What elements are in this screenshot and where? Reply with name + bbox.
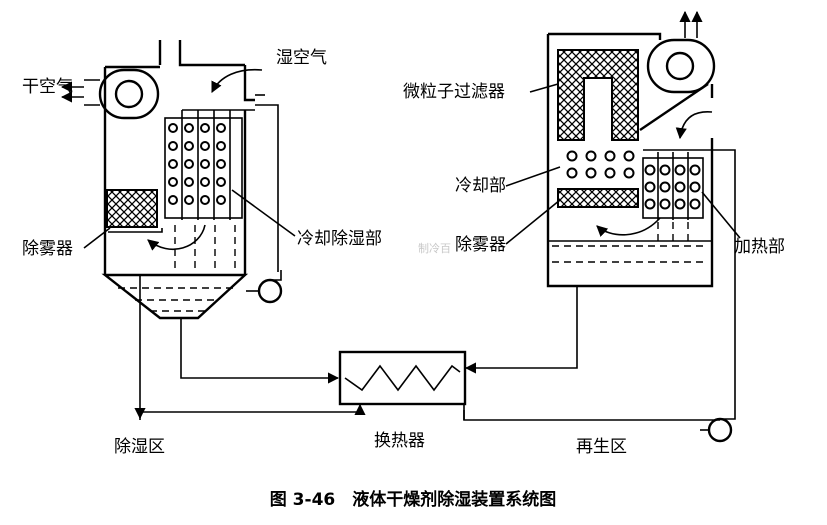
coil-tube xyxy=(604,150,616,162)
coil-tube xyxy=(566,150,578,162)
label-humid-air: 湿空气 xyxy=(276,48,327,68)
label-demister-right: 除雾器 xyxy=(455,235,506,255)
label-cooling-section: 冷却部 xyxy=(455,176,506,196)
coil-tube xyxy=(168,141,178,151)
coil-tube xyxy=(200,159,210,169)
coil-tube xyxy=(200,195,210,205)
coil-tube xyxy=(184,123,194,133)
label-regen-zone: 再生区 xyxy=(576,437,627,457)
coil-tube xyxy=(184,159,194,169)
airflow-arrow-left xyxy=(147,224,206,251)
spray-supply-pipe xyxy=(255,104,279,272)
leader-cooling-section xyxy=(505,166,561,187)
coil-tube xyxy=(623,150,635,162)
leader-particle-filter xyxy=(529,83,559,93)
coil-tube xyxy=(689,198,701,210)
label-heating-section: 加热部 xyxy=(734,237,785,257)
leader-demister-left xyxy=(83,227,111,249)
coil-tube xyxy=(659,181,671,193)
label-dehumid-zone: 除湿区 xyxy=(114,437,165,457)
coil-tube xyxy=(689,164,701,176)
dry-air-fan xyxy=(84,68,160,120)
coil-tube xyxy=(674,198,686,210)
cooling-coil-bank xyxy=(164,110,243,220)
label-dry-air: 干空气 xyxy=(22,77,73,97)
coil-tube xyxy=(184,195,194,205)
coil-tube xyxy=(200,177,210,187)
coil-tube xyxy=(184,177,194,187)
coil-tube xyxy=(659,164,671,176)
coil-tube xyxy=(216,159,226,169)
demister-left xyxy=(106,189,158,228)
coil-tube xyxy=(168,177,178,187)
coil-tube xyxy=(644,198,656,210)
coil-tube xyxy=(585,150,597,162)
housing-right-wall xyxy=(243,65,255,275)
coil-tube xyxy=(184,141,194,151)
coil-tube xyxy=(168,123,178,133)
coil-tube xyxy=(216,177,226,187)
airflow-arrow-right xyxy=(596,217,661,237)
pipe-dehumid-to-hx xyxy=(139,403,366,420)
label-demister-left: 除雾器 xyxy=(22,239,73,259)
pipe-sump-to-hx xyxy=(180,318,340,384)
top-duct xyxy=(158,40,245,67)
regen-housing xyxy=(546,34,714,288)
demister-right xyxy=(557,188,639,208)
pipe-hx-to-regen xyxy=(463,405,720,421)
coil-tube xyxy=(644,181,656,193)
particle-filter xyxy=(557,49,639,141)
coil-tube xyxy=(216,123,226,133)
label-heat-exchanger: 换热器 xyxy=(374,431,425,451)
label-cooling-dehumid: 冷却除湿部 xyxy=(297,229,382,249)
leader-heating-section xyxy=(701,191,741,239)
regen-fan xyxy=(646,38,716,94)
regen-air-arrow xyxy=(675,111,713,140)
leader-demister-right xyxy=(505,199,561,245)
pipe-regen-to-hx xyxy=(464,286,578,374)
coil-tube xyxy=(200,141,210,151)
coil-tube xyxy=(659,198,671,210)
coil-tube xyxy=(674,181,686,193)
humid-air-arrow xyxy=(211,68,263,94)
label-particle-filter: 微粒子过滤器 xyxy=(403,82,505,102)
coil-tube xyxy=(585,167,597,179)
heater-supply-pipe xyxy=(703,149,736,403)
coil-tube xyxy=(216,141,226,151)
coil-tube xyxy=(689,181,701,193)
pump-left xyxy=(246,270,283,304)
coil-tube xyxy=(566,167,578,179)
cooling-coil-row xyxy=(566,150,635,179)
labels: 干空气 湿空气 微粒子过滤器 冷却部 冷却除湿部 除雾器 除雾器 加热部 除湿区… xyxy=(22,48,785,457)
coil-tube xyxy=(604,167,616,179)
dehumidifier-unit xyxy=(60,40,283,320)
coil-tube xyxy=(623,167,635,179)
heating-coil-bank xyxy=(642,152,704,220)
coil-tube xyxy=(216,195,226,205)
coil-tube xyxy=(168,195,178,205)
coil-tube xyxy=(644,164,656,176)
pump-right xyxy=(700,403,736,443)
watermark-text: 制冷百 xyxy=(418,242,451,255)
sump-hopper xyxy=(101,273,249,320)
housing-left-wall xyxy=(103,65,160,275)
figure-caption: 图 3-46 液体干燥剂除湿装置系统图 xyxy=(270,489,556,510)
regenerator-unit xyxy=(546,10,736,403)
leader-cooling-dehumid xyxy=(231,189,296,237)
coil-tube xyxy=(674,164,686,176)
piping xyxy=(134,275,736,443)
coil-tube xyxy=(168,159,178,169)
heat-exchanger xyxy=(338,350,467,406)
coil-tube xyxy=(200,123,210,133)
